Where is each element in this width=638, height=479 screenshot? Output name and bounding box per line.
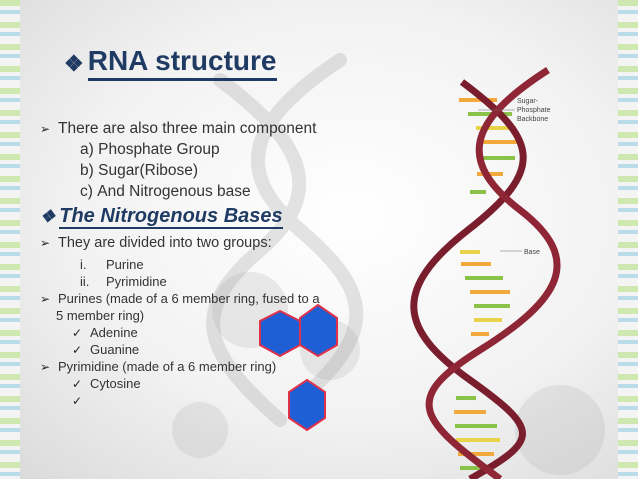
base-pair-rung xyxy=(456,396,476,400)
component-marker: a) xyxy=(80,141,94,158)
component-item: c) And Nitrogenous base xyxy=(80,183,251,201)
right-decorative-border xyxy=(618,0,638,479)
diamond-bullet-icon: ❖ xyxy=(64,50,84,76)
pyrimidine-line: ➢ Pyrimidine (made of a 6 member ring) xyxy=(40,359,276,374)
group-text: Pyrimidine xyxy=(106,274,167,289)
group-item: i. Purine xyxy=(80,257,144,272)
component-marker: b) xyxy=(80,162,94,179)
diamond-bullet-icon: ❖ xyxy=(40,207,56,226)
backbone-strand-right xyxy=(425,67,561,479)
arrow-bullet-icon: ➢ xyxy=(40,236,51,250)
purine-five-ring-shape xyxy=(299,303,338,358)
base-label: Base xyxy=(524,249,540,256)
left-decorative-border xyxy=(0,0,20,479)
base-pair-rung xyxy=(458,452,494,456)
title-text: RNA structure xyxy=(87,46,277,81)
checkmark-icon: ✓ xyxy=(72,394,83,408)
intro-line: ➢ There are also three main component xyxy=(40,120,316,138)
base-pair-rung xyxy=(468,112,512,116)
pyrimidine-text: Pyrimidine (made of a 6 member ring) xyxy=(58,359,277,374)
purines-line-continued: 5 member ring) xyxy=(56,308,144,323)
base-pair-rung xyxy=(474,304,510,308)
component-text: Phosphate Group xyxy=(98,141,220,158)
purines-text: Purines (made of a 6 member ring, fused … xyxy=(58,291,320,306)
base-pair-rung xyxy=(460,466,484,470)
base-pair-rung xyxy=(465,276,503,280)
backbone-label-line: Phosphate xyxy=(517,107,551,114)
purine-name: Adenine xyxy=(90,325,138,340)
checkmark-icon: ✓ xyxy=(72,326,83,340)
arrow-bullet-icon: ➢ xyxy=(40,360,51,374)
base-pair-rung xyxy=(460,250,480,254)
base-pair-rung xyxy=(454,410,486,414)
component-item: b) Sugar(Ribose) xyxy=(80,162,198,180)
backbone-label-line: Sugar- xyxy=(517,98,539,105)
pyrimidine-name: Cytosine xyxy=(90,376,141,391)
purine-item: ✓ Adenine xyxy=(72,325,138,340)
group-marker: ii. xyxy=(80,274,90,289)
subheading: ❖ The Nitrogenous Bases xyxy=(40,205,283,229)
base-pair-rung xyxy=(470,290,510,294)
pyrimidine-item: ✓ xyxy=(72,393,90,408)
base-pair-rung xyxy=(481,156,515,160)
arrow-bullet-icon: ➢ xyxy=(40,292,51,306)
base-pair-rung xyxy=(456,438,500,442)
arrow-bullet-icon: ➢ xyxy=(40,122,51,136)
slide-title: ❖ RNA structure xyxy=(64,46,277,81)
purines-line: ➢ Purines (made of a 6 member ring, fused… xyxy=(40,291,320,306)
purines-text-continued: 5 member ring) xyxy=(56,308,145,323)
purine-name: Guanine xyxy=(90,342,140,357)
pyrimidine-ring-shape xyxy=(288,378,326,432)
groups-intro-text: They are divided into two groups: xyxy=(58,235,272,251)
base-pair-rung xyxy=(470,190,486,194)
groups-intro-line: ➢ They are divided into two groups: xyxy=(40,235,272,251)
checkmark-icon: ✓ xyxy=(72,343,83,357)
pyrimidine-item: ✓ Cytosine xyxy=(72,376,141,391)
base-pair-rung xyxy=(471,332,489,336)
group-text: Purine xyxy=(106,257,144,272)
backbone-strand-left xyxy=(410,79,527,479)
group-marker: i. xyxy=(80,257,87,272)
component-text: Sugar(Ribose) xyxy=(98,162,199,179)
purine-item: ✓ Guanine xyxy=(72,342,139,357)
base-pair-rung xyxy=(481,140,519,144)
base-pair-rung xyxy=(459,98,497,102)
component-text: And Nitrogenous base xyxy=(97,183,251,200)
base-pair-rung xyxy=(455,424,497,428)
intro-text: There are also three main component xyxy=(58,120,317,137)
base-pair-rung xyxy=(476,126,516,130)
component-marker: c) xyxy=(80,183,93,200)
group-item: ii. Pyrimidine xyxy=(80,274,167,289)
checkmark-icon: ✓ xyxy=(72,377,83,391)
component-item: a) Phosphate Group xyxy=(80,141,220,159)
backbone-label-line: Backbone xyxy=(517,116,548,123)
base-pair-rung xyxy=(461,262,491,266)
base-pair-rung xyxy=(474,318,502,322)
subheading-text: The Nitrogenous Bases xyxy=(59,205,283,229)
